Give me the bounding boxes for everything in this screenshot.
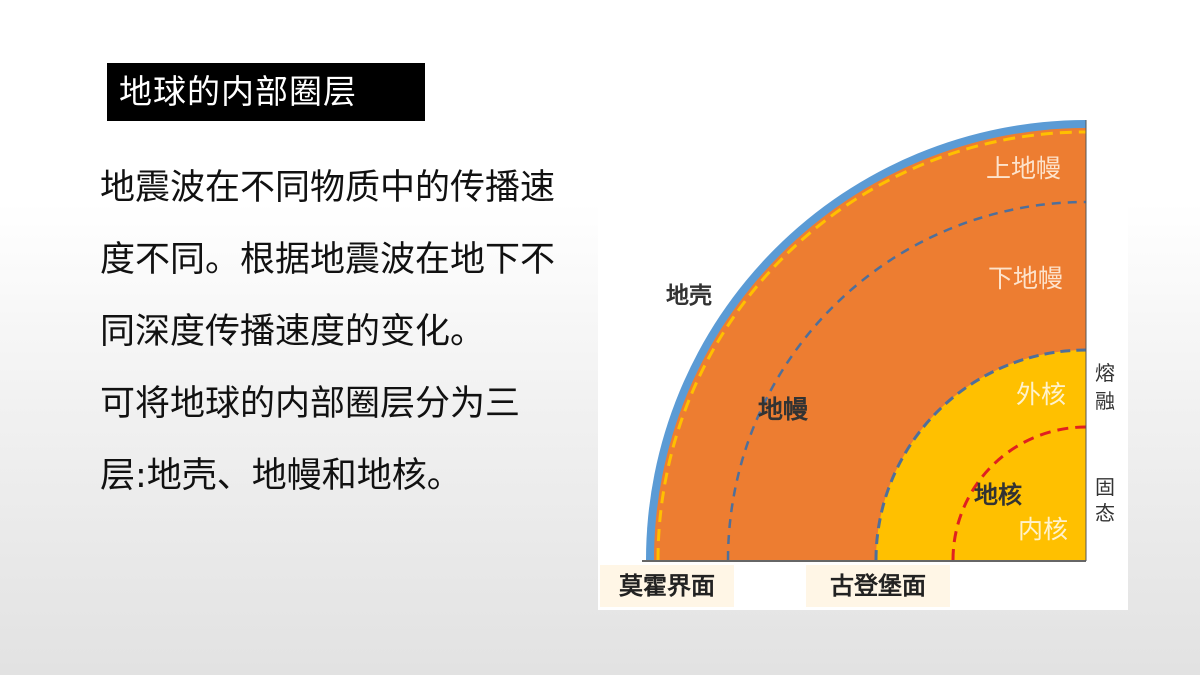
label-moho: 莫霍界面 [600,565,734,607]
paragraph-seismic-waves: 地震波在不同物质中的传播速度不同。根据地震波在地下不同深度传播速度的变化。 [100,168,556,352]
label-molten-2: 融 [1095,389,1115,413]
earth-layers-diagram: 上地幔 下地幔 地壳 地幔 外核 地核 内核 熔 融 固 态 莫霍界面 古登堡面 [598,110,1128,610]
label-crust: 地壳 [666,282,712,309]
label-inner-core: 内核 [1018,515,1068,544]
label-solid-2: 态 [1095,501,1115,525]
moho-boundary-line [656,130,1087,561]
upper-lower-mantle-boundary [726,200,1087,561]
label-upper-mantle: 上地幔 [986,154,1061,183]
label-lower-mantle: 下地幔 [988,264,1063,293]
earth-quadrant-svg: 上地幔 下地幔 地壳 地幔 外核 地核 内核 熔 融 固 态 [642,120,1121,562]
outer-core-layer [876,350,1086,560]
slide-title: 地球的内部圈层 [107,63,425,121]
label-core: 地核 [974,481,1022,509]
label-gutenberg: 古登堡面 [806,565,950,607]
label-molten: 熔 融 [1095,361,1121,413]
paragraph-layers: 可将地球的内部圈层分为三层:地壳、地幔和地核。 [100,384,521,496]
label-mantle: 地幔 [758,395,809,424]
label-molten-1: 熔 [1095,361,1115,385]
inner-core-boundary-line [951,425,1087,561]
label-solid-1: 固 [1095,475,1115,499]
gutenberg-boundary-line [874,348,1087,561]
label-outer-core: 外核 [1016,380,1066,409]
body-text: 地震波在不同物质中的传播速度不同。根据地震波在地下不同深度传播速度的变化。 可将… [100,152,560,512]
label-solid: 固 态 [1095,475,1121,525]
